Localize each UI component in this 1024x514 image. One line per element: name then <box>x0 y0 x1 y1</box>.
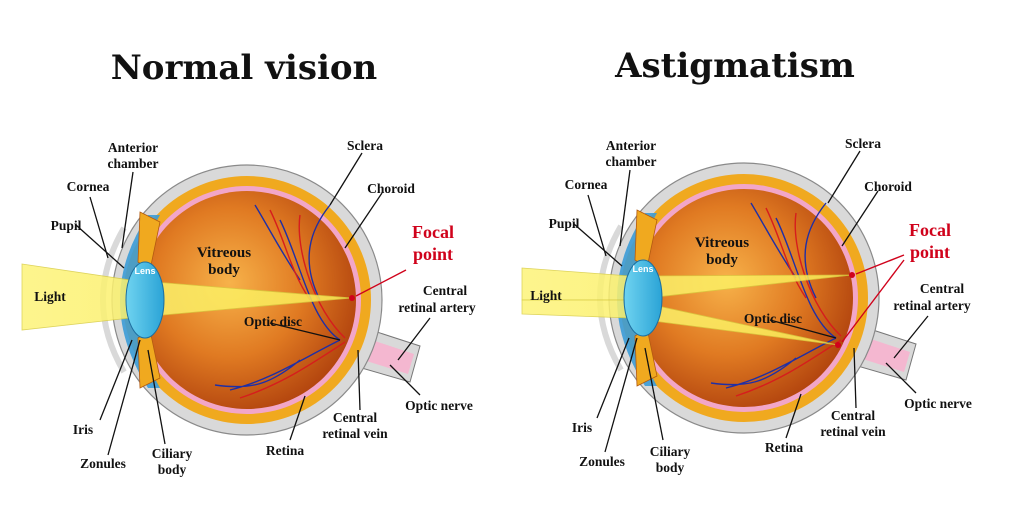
focal-point-marker-2 <box>835 342 841 348</box>
label-vitreous-body-2: body <box>706 252 738 268</box>
label-central-retinal-artery-1: Central <box>423 283 467 298</box>
label-iris: Iris <box>572 420 592 435</box>
lens-label: Lens <box>632 264 653 274</box>
label-vitreous-body-1: Vitreous <box>197 245 251 261</box>
label-light: Light <box>34 289 66 304</box>
label-ciliary-body-1: Ciliary <box>152 446 193 461</box>
labels: Anterior chamber Cornea Pupil Sclera Cho… <box>34 138 476 477</box>
label-central-retinal-artery-1: Central <box>920 281 964 296</box>
label-retina: Retina <box>266 443 304 458</box>
label-focal-point-2: point <box>413 244 453 264</box>
label-sclera: Sclera <box>347 138 383 153</box>
light-beam-upper <box>521 267 853 301</box>
labels: Anterior chamber Cornea Pupil Sclera Cho… <box>530 136 972 475</box>
focal-point-marker <box>849 272 855 278</box>
label-focal-point-1: Focal <box>909 220 951 240</box>
panel-normal-vision: Normal vision <box>21 48 476 477</box>
light-beam <box>21 263 353 331</box>
label-sclera: Sclera <box>845 136 881 151</box>
focal-point-marker <box>349 295 355 301</box>
label-optic-nerve: Optic nerve <box>405 398 473 413</box>
label-pupil: Pupil <box>549 216 580 231</box>
label-iris: Iris <box>73 422 93 437</box>
label-cornea: Cornea <box>67 179 110 194</box>
eyeball <box>597 162 917 434</box>
label-cornea: Cornea <box>565 177 608 192</box>
label-pupil: Pupil <box>51 218 82 233</box>
label-optic-nerve: Optic nerve <box>904 396 972 411</box>
label-light: Light <box>530 288 562 303</box>
label-anterior-chamber-2: chamber <box>108 156 159 171</box>
label-anterior-chamber-2: chamber <box>606 154 657 169</box>
panel-title: Astigmatism <box>614 46 855 86</box>
label-ciliary-body-2: body <box>656 460 685 475</box>
label-optic-disc: Optic disc <box>244 314 302 329</box>
leader-lines <box>573 150 929 453</box>
label-central-retinal-vein-2: retinal vein <box>322 426 388 441</box>
label-vitreous-body-2: body <box>208 262 240 278</box>
panel-astigmatism: Astigmatism Lens <box>521 46 972 475</box>
label-central-retinal-artery-2: retinal artery <box>893 298 971 313</box>
label-ciliary-body-1: Ciliary <box>650 444 691 459</box>
label-focal-point-1: Focal <box>412 222 454 242</box>
label-anterior-chamber-1: Anterior <box>606 138 656 153</box>
label-central-retinal-vein-2: retinal vein <box>820 424 886 439</box>
lens-shape <box>623 259 663 337</box>
label-central-retinal-artery-2: retinal artery <box>398 300 476 315</box>
leader-lines <box>75 152 431 456</box>
label-retina: Retina <box>765 440 803 455</box>
label-optic-disc: Optic disc <box>744 311 802 326</box>
label-choroid: Choroid <box>367 181 415 196</box>
label-choroid: Choroid <box>864 179 912 194</box>
panel-title: Normal vision <box>111 48 378 88</box>
label-zonules: Zonules <box>80 456 126 471</box>
label-ciliary-body-2: body <box>158 462 187 477</box>
light-beam-lower <box>521 299 839 346</box>
lens-shape <box>125 261 165 339</box>
label-anterior-chamber-1: Anterior <box>108 140 158 155</box>
lens-label: Lens <box>134 266 155 276</box>
label-central-retinal-vein-1: Central <box>831 408 875 423</box>
label-focal-point-2: point <box>910 242 950 262</box>
label-central-retinal-vein-1: Central <box>333 410 377 425</box>
label-vitreous-body-1: Vitreous <box>695 235 749 251</box>
label-zonules: Zonules <box>579 454 625 469</box>
